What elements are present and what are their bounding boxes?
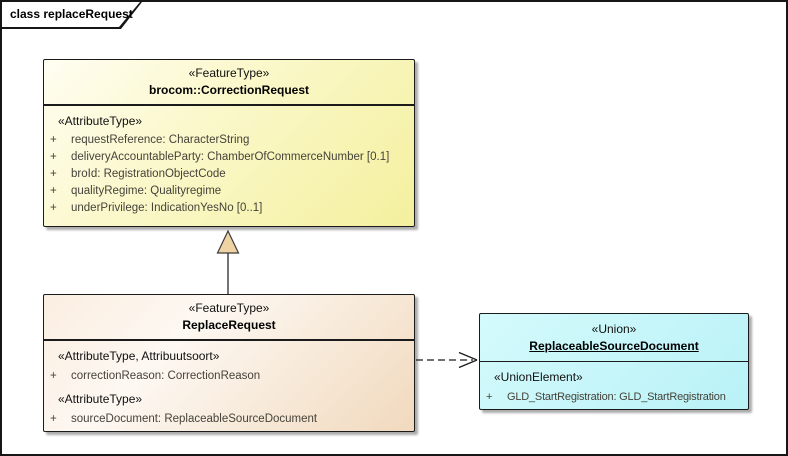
attribute-row: + requestReference: CharacterString — [44, 132, 414, 149]
attribute-compartment: «AttributeType» + requestReference: Char… — [44, 106, 414, 217]
attribute-text: underPrivilege: IndicationYesNo [0..1] — [71, 202, 263, 214]
frame-tab — [2, 2, 142, 29]
visibility-marker: + — [50, 151, 57, 163]
visibility-marker: + — [486, 391, 493, 403]
class-box-replacerequest[interactable]: «FeatureType» ReplaceRequest «AttributeT… — [43, 294, 415, 432]
attribute-compartment: «UnionElement» + GLD_StartRegistration: … — [480, 362, 748, 406]
class-box-replaceablesourcedocument[interactable]: «Union» ReplaceableSourceDocument «Union… — [479, 313, 749, 410]
visibility-marker: + — [50, 185, 57, 197]
attribute-row: + underPrivilege: IndicationYesNo [0..1] — [44, 200, 414, 217]
attribute-section-stereotype: «AttributeType» — [58, 114, 143, 128]
class-name: ReplaceableSourceDocument — [529, 338, 699, 353]
attribute-row: + qualityRegime: Qualityregime — [44, 183, 414, 200]
class-header: «Union» ReplaceableSourceDocument — [480, 314, 748, 362]
attribute-text: requestReference: CharacterString — [71, 134, 250, 146]
dependency-connector[interactable] — [416, 351, 478, 369]
attribute-text: broId: RegistrationObjectCode — [71, 168, 226, 180]
frame-tab-label: class replaceRequest — [10, 7, 133, 21]
frame-tab-face — [2, 2, 140, 27]
open-arrowhead-icon — [458, 351, 478, 369]
generalization-triangle-icon[interactable] — [216, 229, 240, 254]
attribute-text: GLD_StartRegistration: GLD_StartRegistra… — [507, 391, 726, 403]
attribute-text: deliveryAccountableParty: ChamberOfComme… — [71, 151, 390, 163]
class-stereotype: «Union» — [591, 321, 637, 336]
attribute-row: + correctionReason: CorrectionReason — [44, 367, 414, 386]
attribute-section-stereotype: «AttributeType, Attribuutsoort» — [58, 349, 220, 363]
class-name: brocom::CorrectionRequest — [148, 83, 309, 97]
attribute-row: + deliveryAccountableParty: ChamberOfCom… — [44, 149, 414, 166]
attribute-row: + sourceDocument: ReplaceableSourceDocum… — [44, 410, 414, 429]
visibility-marker: + — [50, 168, 57, 180]
attribute-section-stereotype: «AttributeType» — [58, 392, 143, 406]
attribute-compartment: «AttributeType, Attribuutsoort» + correc… — [44, 341, 414, 429]
visibility-marker: + — [50, 202, 57, 214]
visibility-marker: + — [50, 370, 57, 382]
attribute-text: sourceDocument: ReplaceableSourceDocumen… — [71, 413, 318, 425]
attribute-row: + broId: RegistrationObjectCode — [44, 166, 414, 183]
visibility-marker: + — [50, 413, 57, 425]
attribute-text: qualityRegime: Qualityregime — [71, 185, 222, 197]
class-stereotype: «FeatureType» — [188, 301, 270, 315]
class-header: «FeatureType» ReplaceRequest — [44, 295, 414, 341]
attribute-row: + GLD_StartRegistration: GLD_StartRegist… — [480, 388, 748, 406]
generalization-connector[interactable] — [216, 229, 240, 294]
attribute-text: correctionReason: CorrectionReason — [71, 370, 261, 382]
class-box-correctionrequest[interactable]: «FeatureType» brocom::CorrectionRequest … — [43, 59, 415, 227]
class-stereotype: «FeatureType» — [188, 66, 270, 80]
attribute-section-stereotype: «UnionElement» — [494, 370, 583, 384]
class-header: «FeatureType» brocom::CorrectionRequest — [44, 60, 414, 106]
class-name: ReplaceRequest — [182, 318, 276, 332]
visibility-marker: + — [50, 134, 57, 146]
